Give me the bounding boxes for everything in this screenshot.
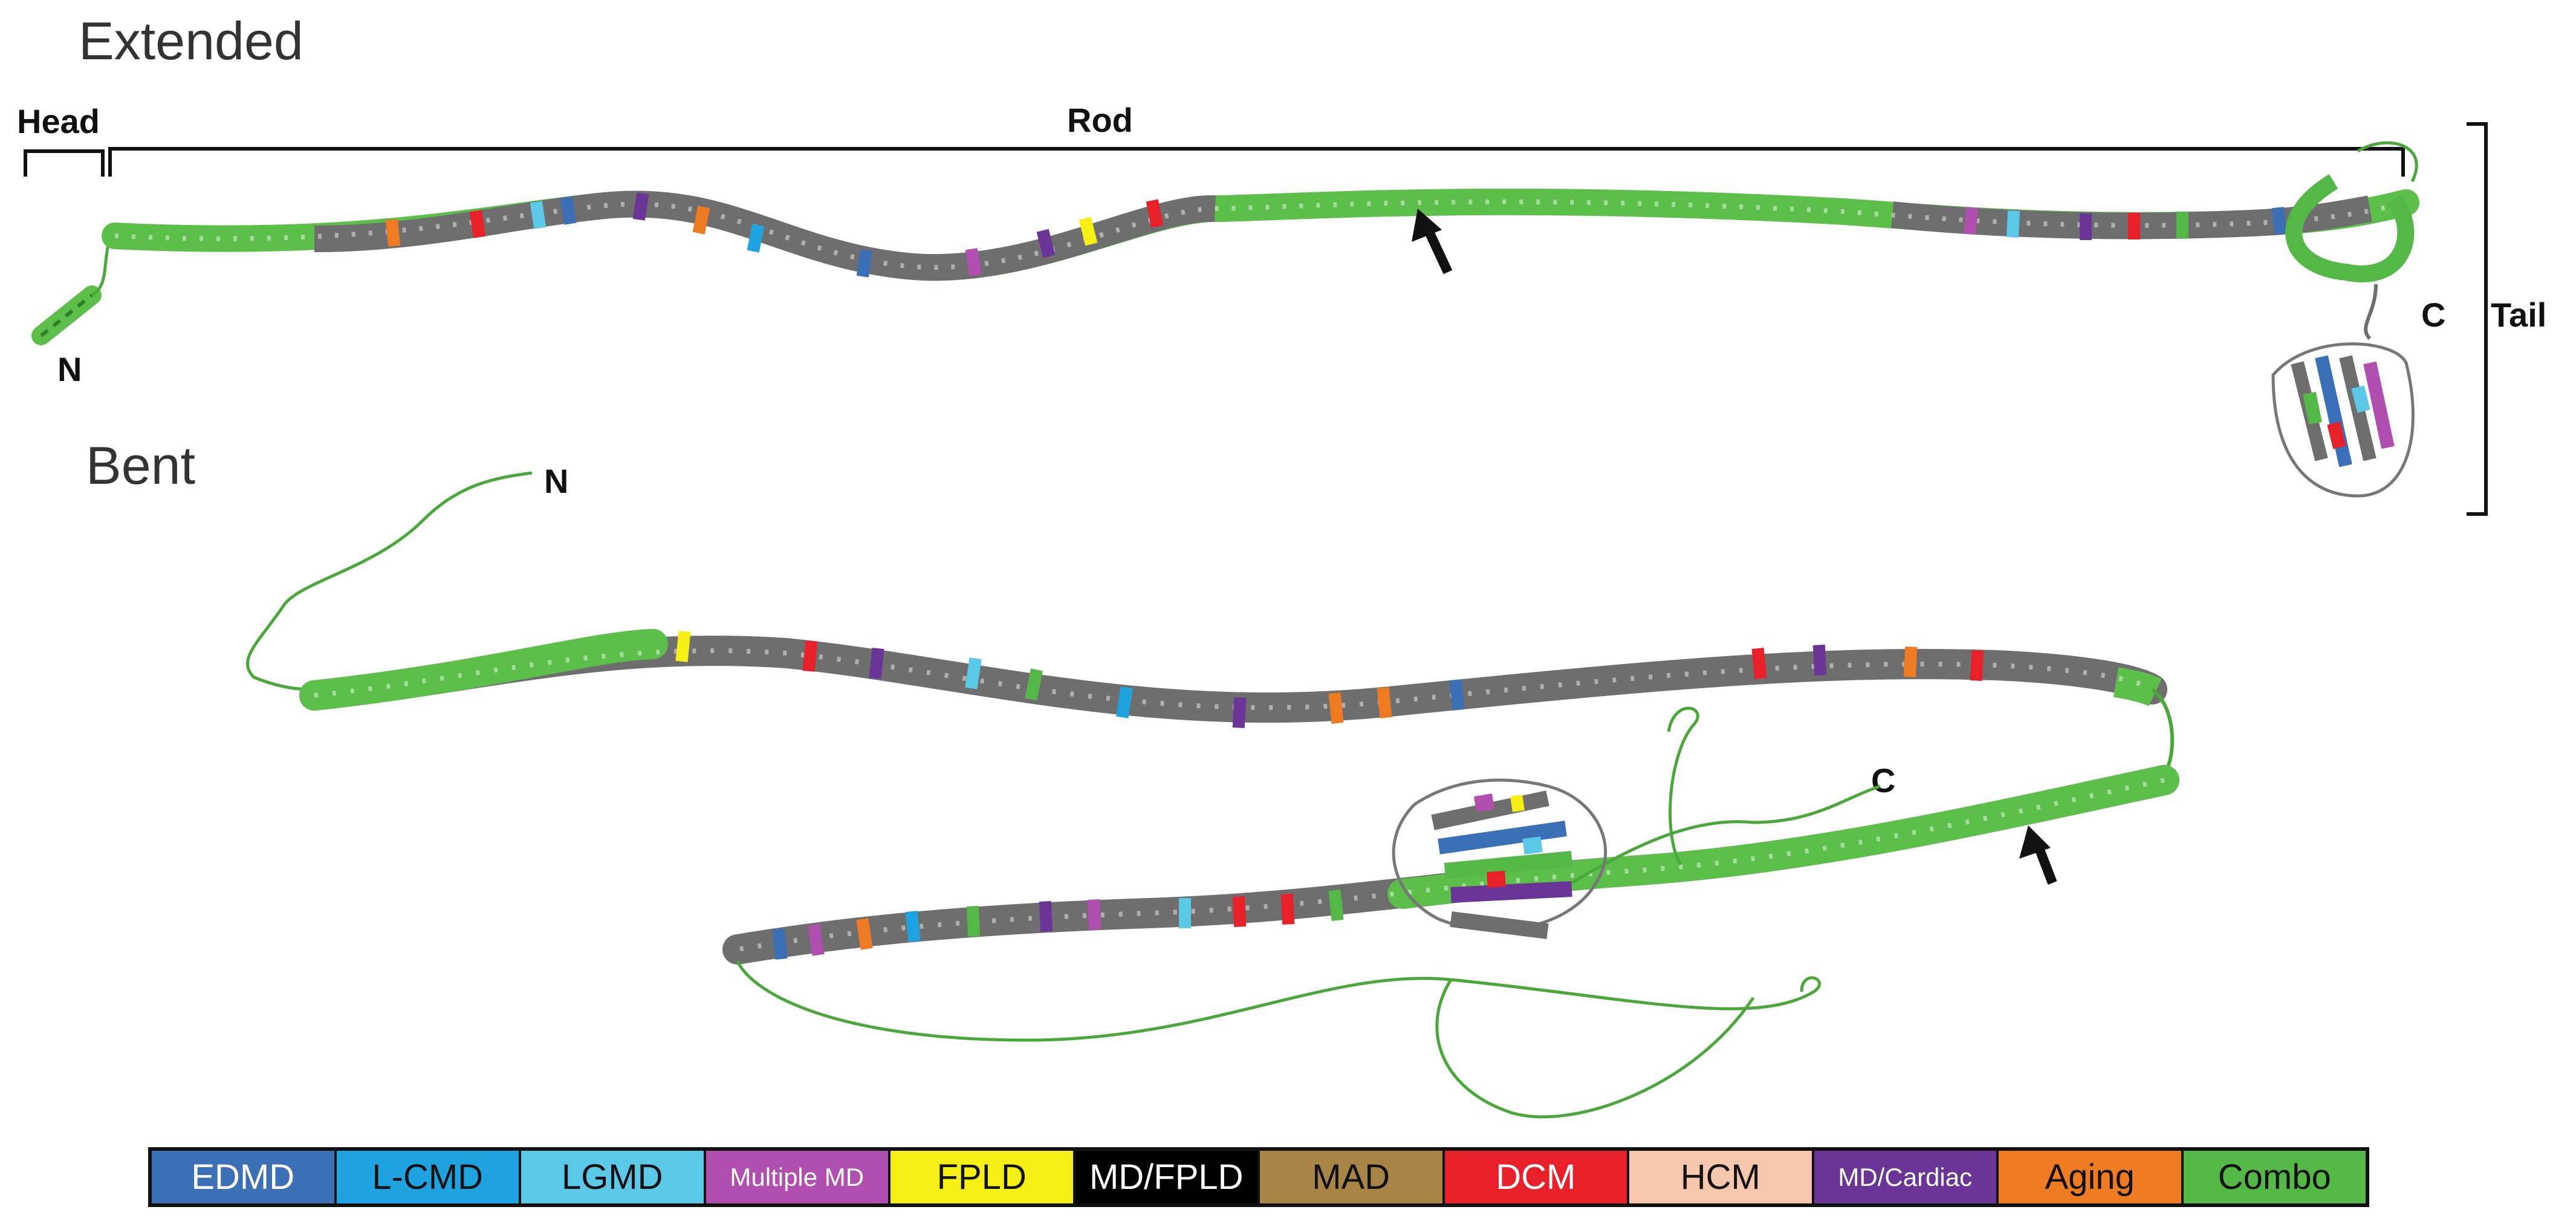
legend-item-multiple-md: Multiple MD [706, 1151, 891, 1203]
rod-label: Rod [1067, 101, 1133, 139]
legend-item-hcm: HCM [1629, 1151, 1814, 1203]
bent-title: Bent [86, 435, 195, 495]
extended-arrow-icon [1412, 209, 1453, 275]
extended-title: Extended [79, 11, 303, 71]
legend-item-l-cmd: L-CMD [336, 1151, 521, 1203]
tail-label: Tail [2491, 296, 2546, 334]
c-terminus-extended: C [2421, 296, 2445, 334]
head-label: Head [17, 102, 100, 140]
legend-item-md-fpld: MD/FPLD [1075, 1151, 1260, 1203]
legend-item-combo: Combo [2183, 1151, 2366, 1203]
legend-item-aging: Aging [1999, 1151, 2184, 1203]
legend-item-dcm: DCM [1444, 1151, 1629, 1203]
legend-item-fpld: FPLD [891, 1151, 1075, 1203]
legend-item-lgmd: LGMD [521, 1151, 706, 1203]
n-terminus-extended: N [57, 350, 82, 388]
c-terminus-bent: C [1871, 761, 1895, 799]
extended-ig-fold [2271, 141, 2418, 498]
bent-ig-fold [1392, 778, 1608, 939]
rod-bracket [108, 147, 2405, 177]
bent-n-linker [246, 471, 533, 691]
bent-upper-helix [299, 629, 2167, 728]
legend-item-edmd: EDMD [152, 1151, 337, 1203]
extended-rod-helix [102, 188, 2419, 281]
n-terminus-bent: N [544, 462, 568, 500]
bent-lower-helix [722, 765, 2179, 965]
legend-item-md-cardiac: MD/Cardiac [1814, 1151, 1999, 1203]
tail-bracket [2467, 122, 2488, 516]
legend-item-mad: MAD [1260, 1151, 1445, 1203]
bent-tail-linker [736, 706, 1881, 1119]
head-bracket [24, 149, 105, 177]
bent-arrow-icon [2019, 825, 2057, 885]
